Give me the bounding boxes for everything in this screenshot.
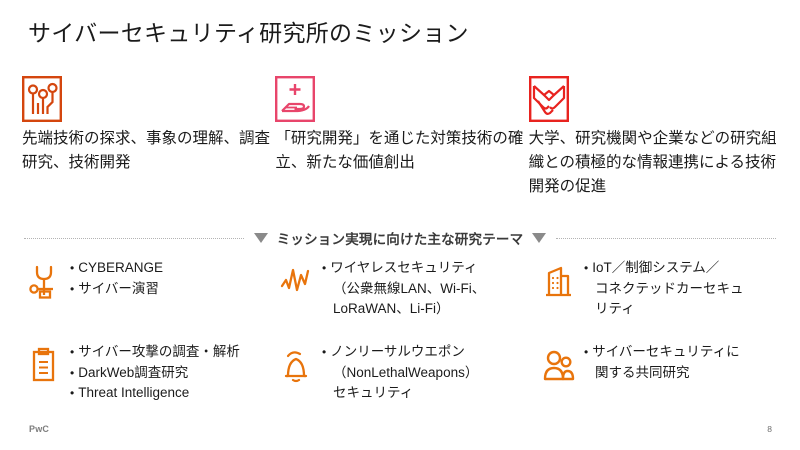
brand-logo: PwC <box>29 424 50 434</box>
list-item-continuation: LoRaWAN、Li-Fi） <box>333 301 450 316</box>
bell-icon <box>280 346 314 384</box>
divider-line-left <box>24 237 244 239</box>
page-number: 8 <box>767 424 772 434</box>
divider-line-right <box>556 237 777 239</box>
theme-item-4: サイバー攻撃の調査・解析 DarkWeb調査研究 Threat Intellig… <box>28 342 280 404</box>
theme-list-3: IoT／制御システム／ コネクテッドカーセキュ リティ <box>584 258 744 320</box>
triangle-down-icon-left <box>253 233 268 243</box>
list-item-continuation: リティ <box>595 301 635 316</box>
mission-row: 先端技術の探求、事象の理解、調査研究、技術開発 「研究開発」を通じた対策技術の確… <box>22 76 782 199</box>
list-item: IoT／制御システム／ <box>584 258 744 279</box>
mission-column-2: 「研究開発」を通じた対策技術の確立、新たな価値創出 <box>275 76 528 199</box>
list-item-continuation: 関する共同研究 <box>595 364 690 380</box>
list-item-continuation: コネクテッドカーセキュ <box>595 280 744 296</box>
waveform-icon <box>280 262 314 300</box>
list-item: Threat Intelligence <box>70 383 240 404</box>
page-title: サイバーセキュリティ研究所のミッション <box>28 20 469 46</box>
theme-item-5: ノンリーサルウエポン （NonLethalWeapons） セキュリティ <box>280 342 542 404</box>
list-item: サイバー演習 <box>70 279 163 300</box>
list-item-continuation: （公衆無線LAN、Wi-Fi、 <box>333 280 486 296</box>
triangle-down-icon-right <box>532 233 547 243</box>
themes-grid: CYBERANGE サイバー演習 ワイヤレスセキュリティ （公衆無線LAN、Wi… <box>28 258 784 404</box>
circuit-chip-icon <box>22 76 62 122</box>
theme-item-6: サイバーセキュリティに 関する共同研究 <box>542 342 784 404</box>
mission-column-1: 先端技術の探求、事象の理解、調査研究、技術開発 <box>22 76 275 199</box>
theme-list-1: CYBERANGE サイバー演習 <box>70 258 163 299</box>
mission-text-2: 「研究開発」を通じた対策技術の確立、新たな価値創出 <box>275 130 524 171</box>
hand-plus-icon <box>275 76 316 122</box>
list-item: ワイヤレスセキュリティ <box>322 258 485 279</box>
theme-item-1: CYBERANGE サイバー演習 <box>28 258 280 342</box>
theme-item-2: ワイヤレスセキュリティ （公衆無線LAN、Wi-Fi、 LoRaWAN、Li-F… <box>280 258 542 342</box>
list-item-continuation: （NonLethalWeapons） <box>333 364 479 380</box>
network-node-icon <box>28 262 62 300</box>
mission-column-3: 大学、研究機関や企業などの研究組織との積極的な情報連携による技術開発の促進 <box>529 76 782 199</box>
list-item: CYBERANGE <box>70 258 163 279</box>
list-item-continuation: セキュリティ <box>333 385 414 400</box>
people-icon <box>542 346 576 384</box>
theme-item-3: IoT／制御システム／ コネクテッドカーセキュ リティ <box>542 258 784 342</box>
divider: ミッション実現に向けた主な研究テーマ <box>24 228 777 248</box>
mission-text-1: 先端技術の探求、事象の理解、調査研究、技術開発 <box>22 130 271 171</box>
theme-list-6: サイバーセキュリティに 関する共同研究 <box>584 342 739 383</box>
handshake-icon <box>528 76 569 122</box>
list-item: ノンリーサルウエポン <box>322 342 478 363</box>
theme-list-5: ノンリーサルウエポン （NonLethalWeapons） セキュリティ <box>322 342 478 404</box>
list-item: サイバーセキュリティに <box>584 342 739 363</box>
clipboard-icon <box>28 346 62 384</box>
mission-text-3: 大学、研究機関や企業などの研究組織との積極的な情報連携による技術開発の促進 <box>528 130 777 195</box>
list-item: DarkWeb調査研究 <box>70 363 240 384</box>
list-item: サイバー攻撃の調査・解析 <box>70 342 240 363</box>
building-icon <box>542 262 576 300</box>
divider-label: ミッション実現に向けた主な研究テーマ <box>276 232 524 247</box>
theme-list-4: サイバー攻撃の調査・解析 DarkWeb調査研究 Threat Intellig… <box>70 342 240 404</box>
theme-list-2: ワイヤレスセキュリティ （公衆無線LAN、Wi-Fi、 LoRaWAN、Li-F… <box>322 258 485 320</box>
divider-center: ミッション実現に向けた主な研究テーマ <box>253 228 547 248</box>
